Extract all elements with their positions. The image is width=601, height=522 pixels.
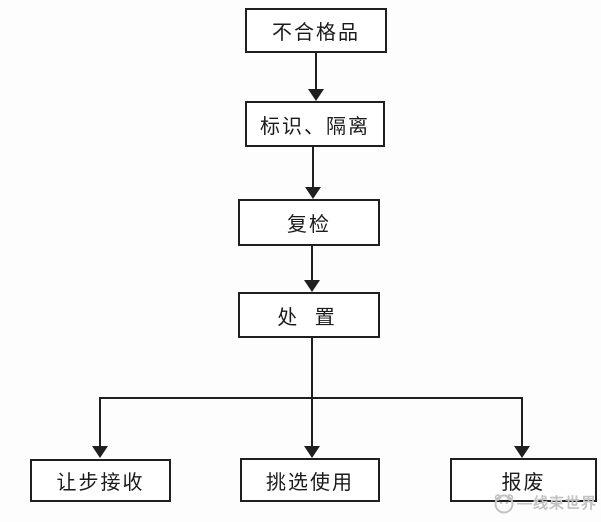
node-scrap: 报废 xyxy=(450,458,597,502)
node-identify-isolate: 标识、隔离 xyxy=(245,101,385,147)
arrow-branch-to-scrap xyxy=(514,397,530,458)
arrow-branch-to-concession xyxy=(92,397,108,458)
node-disposition: 处 置 xyxy=(238,292,380,338)
arrow-branch-to-selective-use xyxy=(304,398,320,458)
watermark-text: 线束世界 xyxy=(533,494,598,512)
brand-logo-icon xyxy=(494,494,514,514)
node-nonconforming-product: 不合格品 xyxy=(245,8,387,53)
node-selective-use: 挑选使用 xyxy=(240,458,380,502)
arrow-reinspection-to-disposition xyxy=(304,246,320,292)
watermark-dash: — xyxy=(517,494,532,512)
arrow-nonconforming-to-identify xyxy=(308,53,324,101)
node-reinspection: 复检 xyxy=(238,199,380,246)
arrow-identify-to-reinspection xyxy=(305,147,321,199)
node-concession-accept: 让步接收 xyxy=(30,459,171,502)
connector-disposition-stem xyxy=(99,338,523,399)
watermark: — 线束世界 xyxy=(492,491,597,515)
